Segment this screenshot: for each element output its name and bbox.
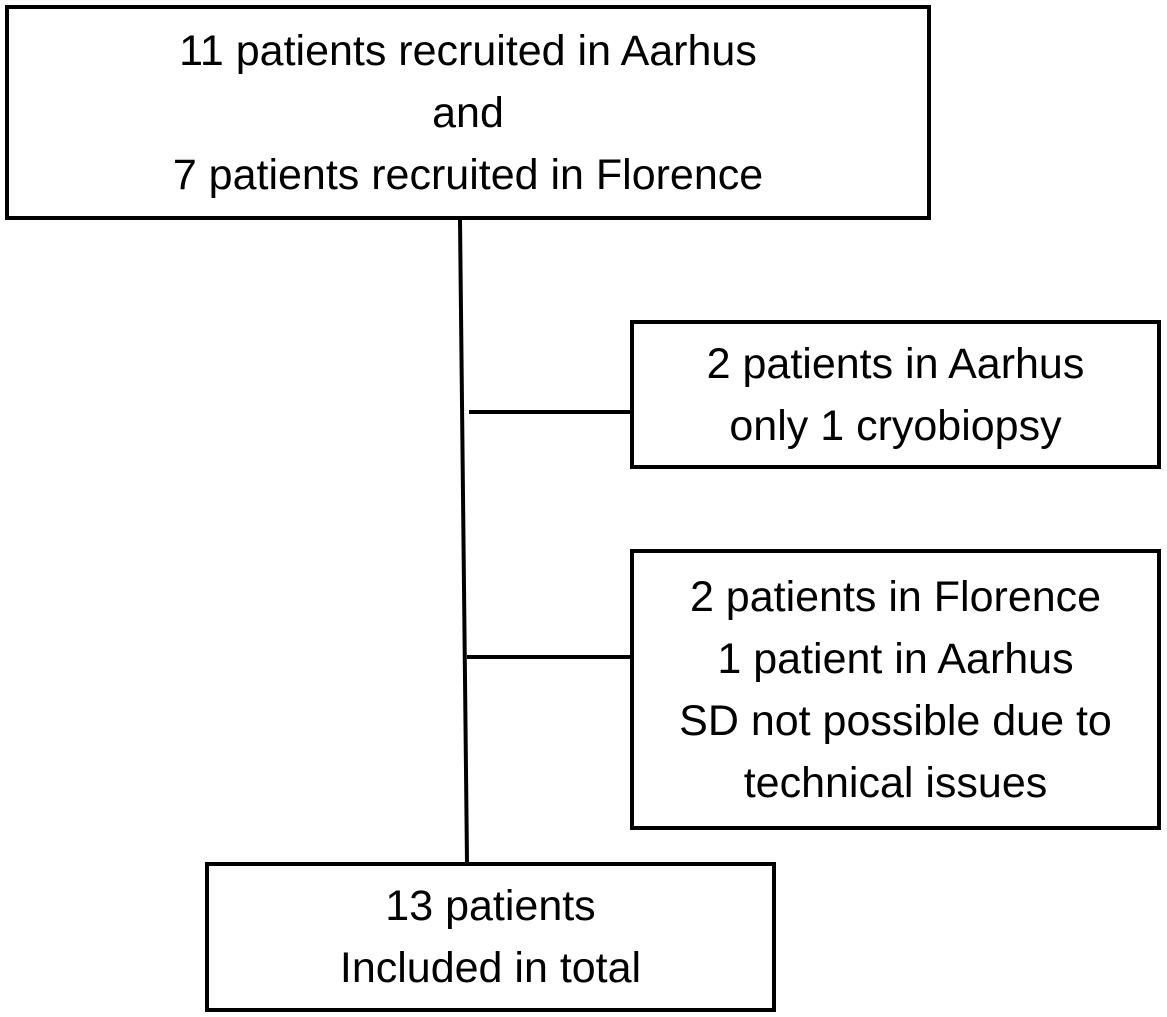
exclusion-technical-line-2: 1 patient in Aarhus <box>717 634 1074 683</box>
exclusion-technical-line-1: 2 patients in Florence <box>689 572 1102 621</box>
main-vertical-connector <box>458 219 469 863</box>
exclusion-technical-line-3: SD not possible due to <box>679 696 1112 745</box>
exclusion-technical-line-4: technical issues <box>743 758 1048 807</box>
recruited-patients-box: 11 patients recruited in Aarhus and 7 pa… <box>5 5 931 220</box>
exclusion-cryobiopsy-line-1: 2 patients in Aarhus <box>706 339 1085 388</box>
included-patients-box: 13 patients Included in total <box>205 862 776 1012</box>
exclusion-cryobiopsy-line-2: only 1 cryobiopsy <box>729 401 1062 450</box>
recruited-line-aarhus: 11 patients recruited in Aarhus <box>179 26 757 75</box>
included-line-total: Included in total <box>339 944 642 992</box>
exclusion-cryobiopsy-box: 2 patients in Aarhus only 1 cryobiopsy <box>630 320 1161 469</box>
included-line-count: 13 patients <box>385 882 596 930</box>
recruited-line-florence: 7 patients recruited in Florence <box>172 150 764 199</box>
recruited-line-and: and <box>432 88 504 137</box>
exclusion-technical-issues-box: 2 patients in Florence 1 patient in Aarh… <box>630 549 1161 830</box>
